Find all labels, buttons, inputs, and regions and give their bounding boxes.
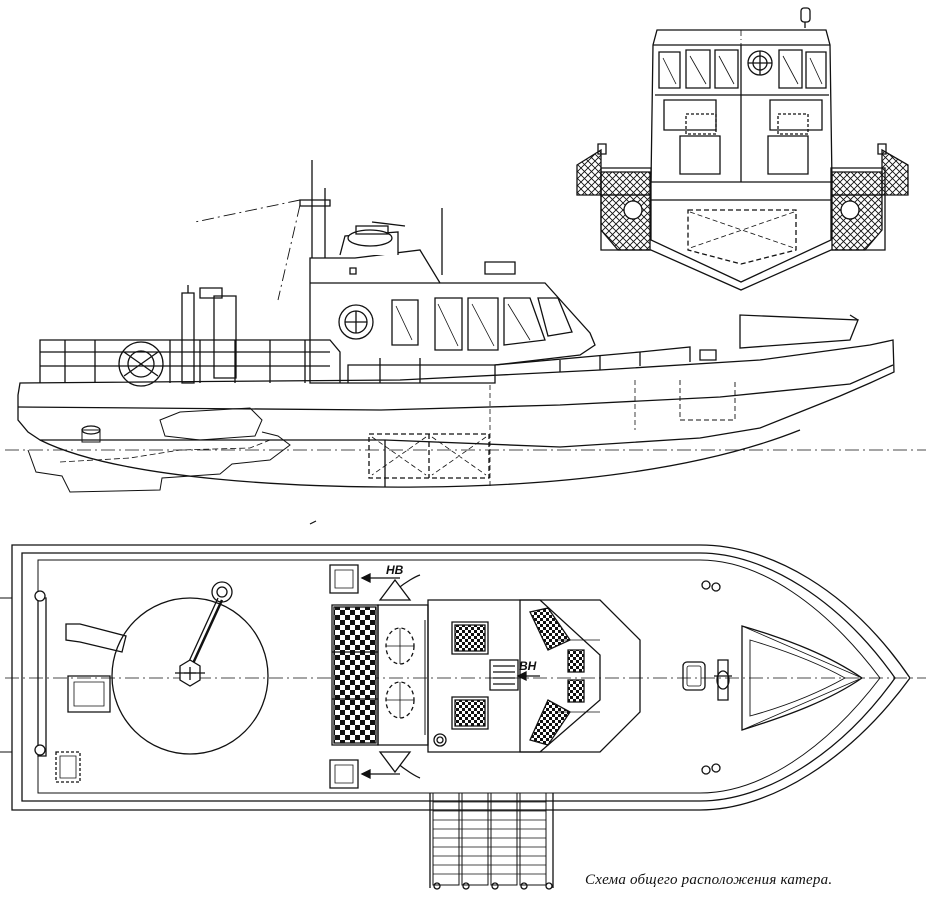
nv-label: НВ	[386, 563, 404, 577]
vn-label: ВН	[519, 659, 537, 673]
plan-view	[0, 521, 926, 889]
side-view	[5, 160, 926, 492]
figure-caption: Схема общего расположения катера.	[585, 872, 833, 888]
front-view	[577, 8, 908, 290]
